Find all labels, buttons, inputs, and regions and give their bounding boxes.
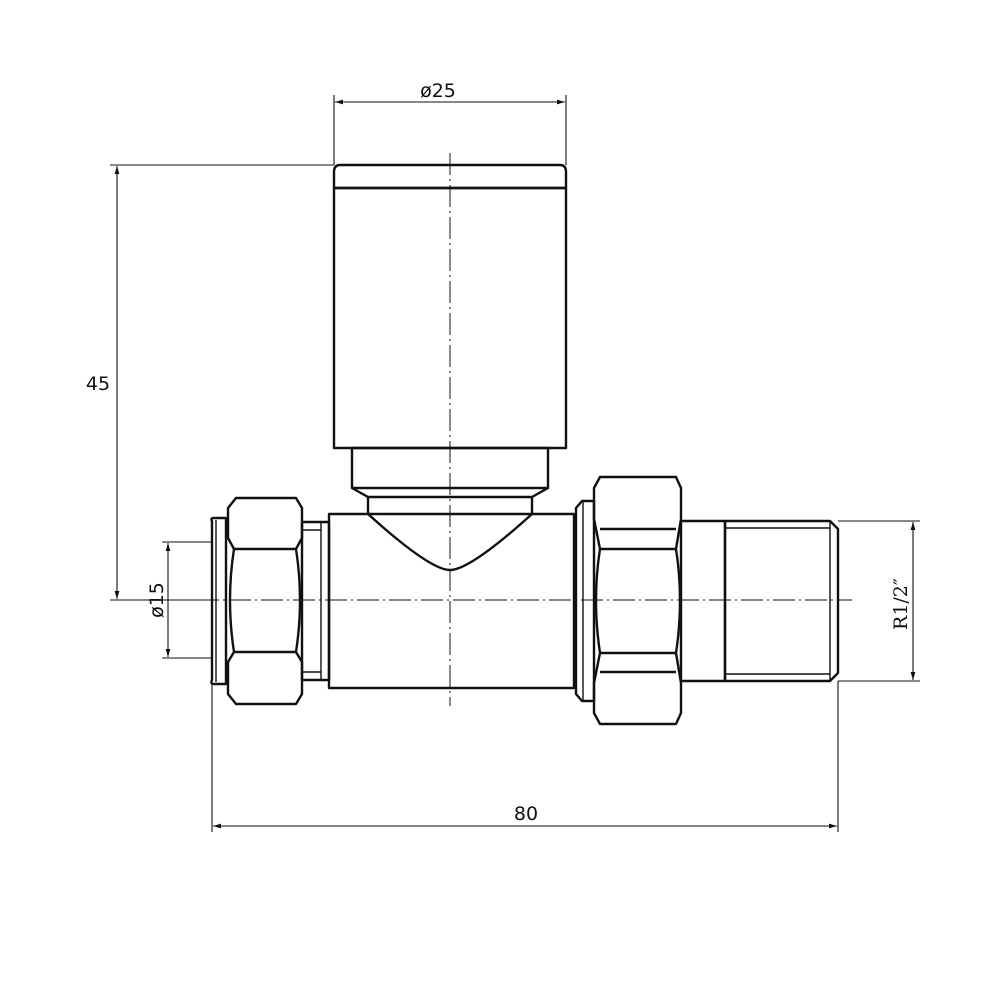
dimension-height: 45 bbox=[86, 164, 334, 601]
dimension-pipe-diameter: ø15 bbox=[146, 541, 212, 659]
cap-diameter-label: ø25 bbox=[420, 80, 456, 102]
thread-label: R1/2″ bbox=[890, 578, 912, 630]
left-compression-nut bbox=[210, 496, 331, 706]
dimension-cap-diameter: ø25 bbox=[333, 80, 567, 165]
dimension-thread: R1/2″ bbox=[838, 520, 920, 682]
length-label: 80 bbox=[514, 803, 538, 825]
threaded-tail bbox=[679, 519, 840, 683]
right-union-nut bbox=[574, 475, 683, 726]
pipe-diameter-label: ø15 bbox=[146, 582, 168, 618]
valve-cap bbox=[332, 163, 568, 514]
height-label: 45 bbox=[86, 373, 110, 395]
dimension-length: 80 bbox=[211, 681, 839, 832]
valve-body bbox=[327, 512, 576, 690]
